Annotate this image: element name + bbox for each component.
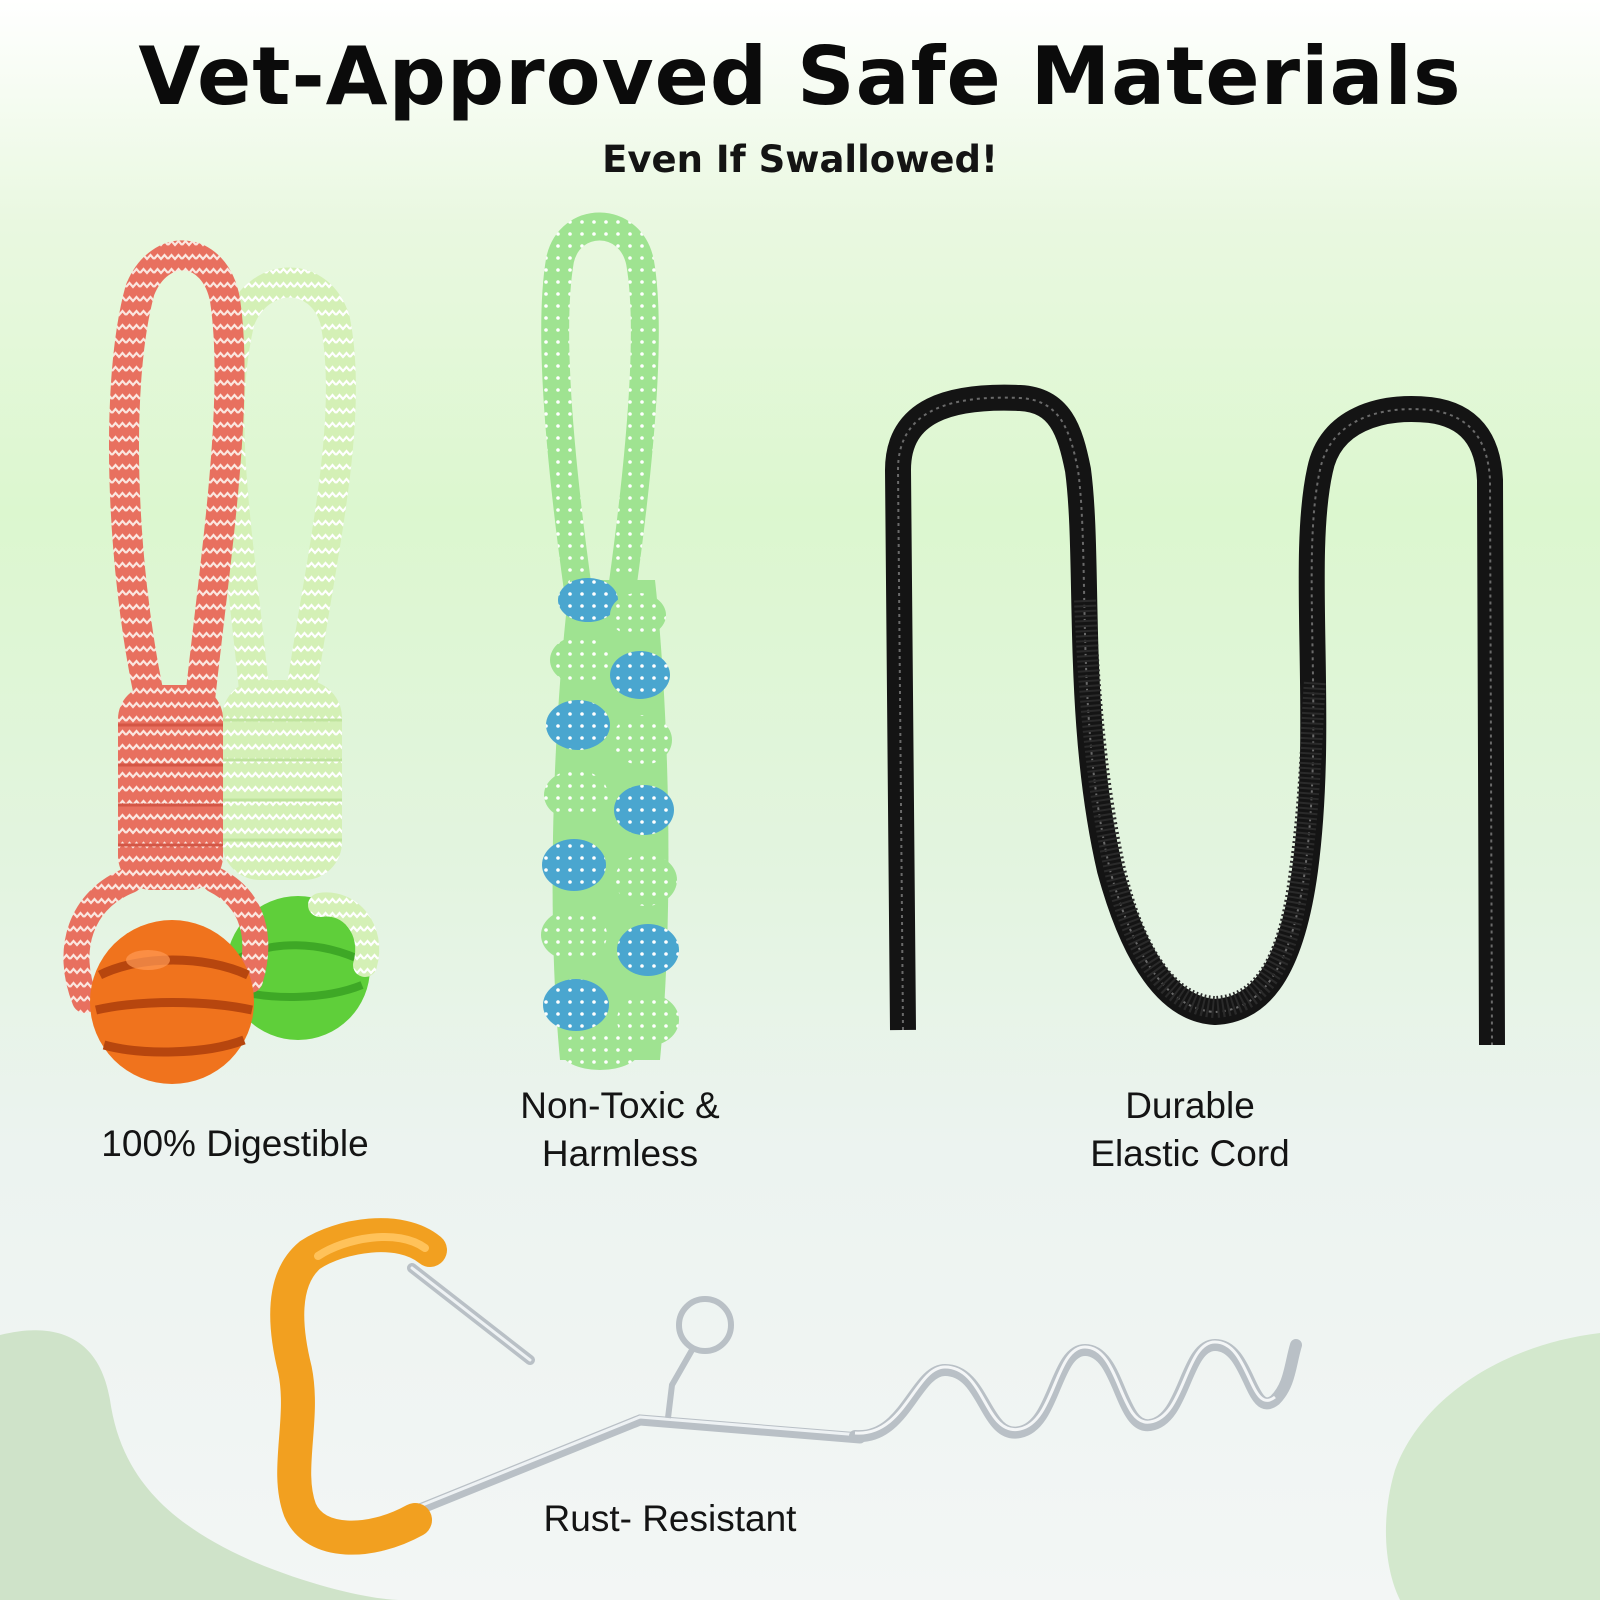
feature-label-elastic-cord: Durable Elastic Cord bbox=[1090, 1085, 1290, 1174]
feature-label-rust-resistant: Rust- Resistant bbox=[543, 1498, 797, 1539]
feature-label-non-toxic: Non-Toxic & Harmless bbox=[520, 1085, 720, 1174]
feature-label-digestible: 100% Digestible bbox=[101, 1123, 369, 1164]
page-subtitle: Even If Swallowed! bbox=[602, 138, 998, 181]
page-title: Vet-Approved Safe Materials bbox=[138, 30, 1462, 123]
